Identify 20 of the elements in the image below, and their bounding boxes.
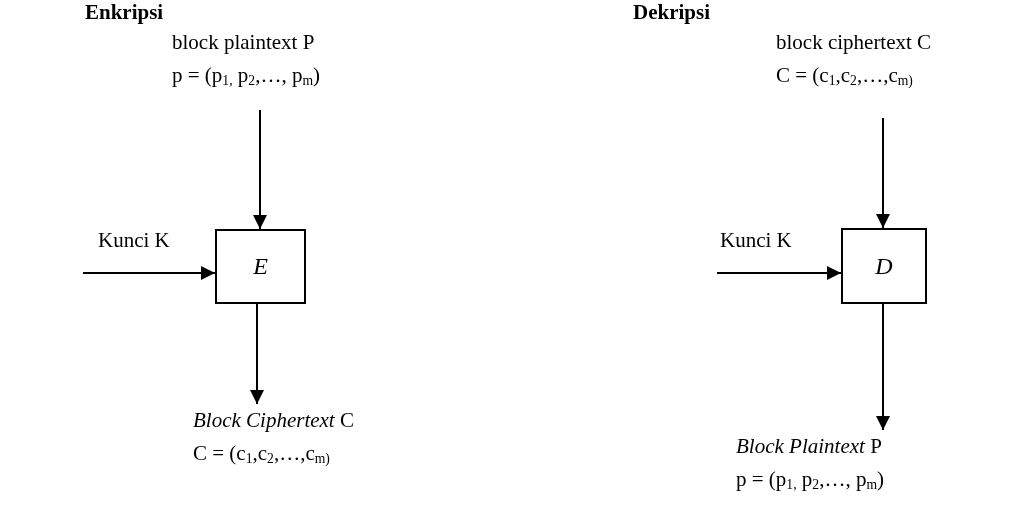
block-title: Block Ciphertext C <box>193 407 355 434</box>
formula-text: C = (c$_{1}$,c$_{2}$,…,c$_{m)}$ <box>776 62 914 90</box>
block-title: Block Plaintext P <box>736 433 883 460</box>
process-box <box>215 229 306 304</box>
arrow <box>876 117 890 229</box>
function-symbol: D <box>875 251 893 281</box>
arrow <box>82 266 216 280</box>
function-symbol: E <box>253 252 268 281</box>
formula-text: p = (p$_{1,}$ p$_{2}$,…, p$_{m}$) <box>736 466 886 494</box>
section-heading: Enkripsi <box>85 0 164 25</box>
arrow <box>876 303 890 431</box>
formula-text: C = (c$_{1}$,c$_{2}$,…,c$_{m)}$ <box>193 440 331 468</box>
block-title: block plaintext P <box>172 29 316 56</box>
arrow <box>250 303 264 405</box>
arrow <box>716 266 842 280</box>
block-title: block ciphertext C <box>776 29 933 56</box>
process-box <box>841 228 927 304</box>
arrow <box>253 109 267 230</box>
section-heading: Dekripsi <box>633 0 710 25</box>
formula-text: p = (p$_{1,}$ p$_{2}$,…, p$_{m}$) <box>172 62 322 90</box>
